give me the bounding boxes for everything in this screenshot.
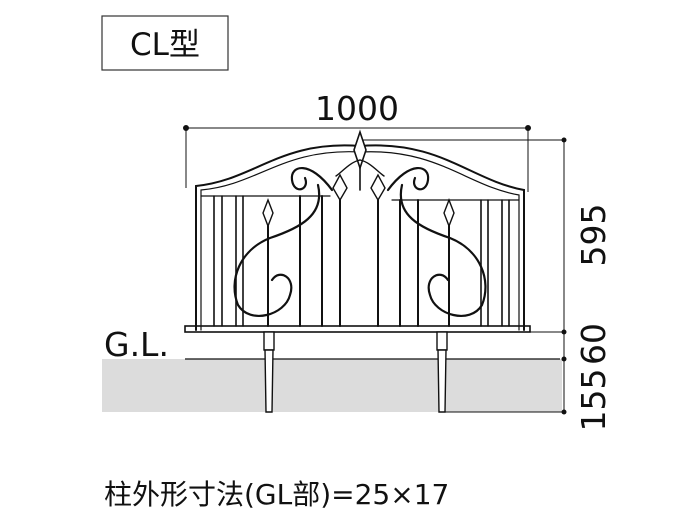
ground-area (102, 359, 562, 412)
type-label-box (101, 15, 229, 71)
ground-post-right (436, 331, 448, 413)
type-label: CL型 (130, 27, 200, 63)
height-dimension (360, 137, 567, 415)
ground-post-left (263, 331, 275, 413)
height-above-label: 595 (574, 204, 613, 267)
height-base-label: 60 (574, 323, 613, 365)
width-dimension (183, 125, 531, 192)
fence-panel (184, 129, 531, 333)
width-dimension-label: 1000 (315, 89, 399, 128)
depth-below-label: 155 (574, 369, 613, 432)
caption: 柱外形寸法(GL部)=25×17 (104, 478, 449, 511)
ground-level-label: G.L. (104, 325, 169, 364)
